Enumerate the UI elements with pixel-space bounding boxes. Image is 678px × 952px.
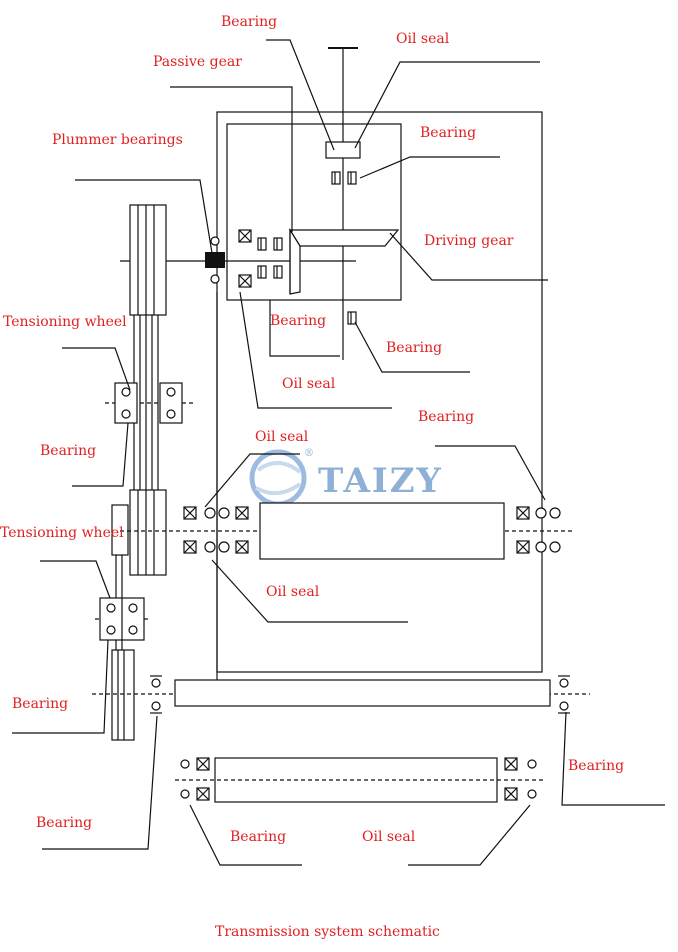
taizy-watermark: TAIZY ® <box>249 448 443 507</box>
leader-lines <box>12 39 665 866</box>
watermark-registered: ® <box>304 448 314 459</box>
middle-shaft <box>120 502 575 560</box>
label-bearing-bottom: Bearing <box>230 829 286 845</box>
tension-bearing-2 <box>95 597 150 641</box>
label-bearing-left-3: Bearing <box>36 815 92 831</box>
label-bearing-right-2: Bearing <box>386 340 442 356</box>
label-bearing-mid: Bearing <box>270 313 326 329</box>
label-bearing-right-3: Bearing <box>418 409 474 425</box>
diagram-caption: Transmission system schematic <box>215 924 440 940</box>
label-bearing-right-4: Bearing <box>568 758 624 774</box>
label-bearing-left-1: Bearing <box>40 443 96 459</box>
lower-shaft <box>92 675 590 714</box>
bottom-roller <box>175 757 545 803</box>
label-oil-seal-center: Oil seal <box>255 429 309 445</box>
labels: Bearing Oil seal Passive gear Bearing Pl… <box>0 14 624 940</box>
label-plummer-bearings: Plummer bearings <box>52 132 183 148</box>
watermark-text: TAIZY <box>318 461 443 501</box>
label-bearing-left-2: Bearing <box>12 696 68 712</box>
label-oil-seal-mid: Oil seal <box>282 376 336 392</box>
label-oil-seal-lower: Oil seal <box>266 584 320 600</box>
label-driving-gear: Driving gear <box>424 233 514 249</box>
label-tensioning-wheel-2: Tensioning wheel <box>0 525 124 541</box>
vertical-shaft <box>325 47 361 360</box>
label-bearing-right-1: Bearing <box>420 125 476 141</box>
label-oil-seal-bottom: Oil seal <box>362 829 416 845</box>
bevel-gear-assembly <box>120 227 400 295</box>
belt-drive <box>111 204 167 741</box>
label-bearing-top: Bearing <box>221 14 277 30</box>
label-oil-seal-top: Oil seal <box>396 31 450 47</box>
label-passive-gear: Passive gear <box>153 54 242 70</box>
tension-bearing-1 <box>105 382 195 424</box>
label-tensioning-wheel-1: Tensioning wheel <box>3 314 127 330</box>
